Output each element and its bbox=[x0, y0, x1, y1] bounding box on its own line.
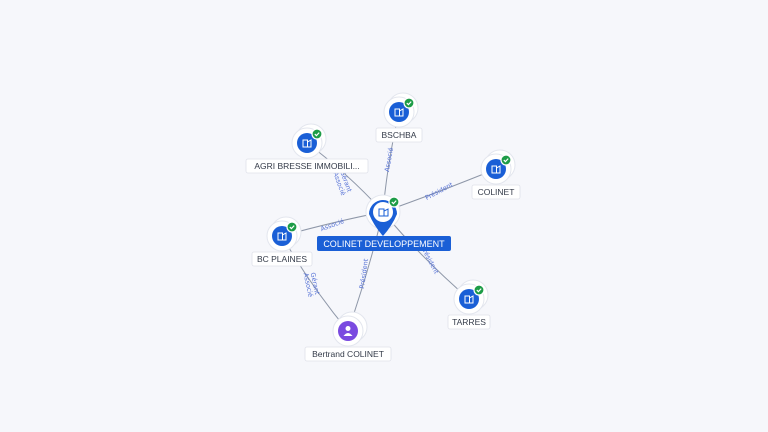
company-icon bbox=[302, 139, 312, 148]
node-label: TARRES bbox=[452, 317, 486, 327]
center-node[interactable]: COLINET DEVELOPPEMENT bbox=[317, 194, 451, 251]
edge-label: Président bbox=[424, 180, 455, 202]
edge-center-tarres: Président bbox=[382, 211, 470, 300]
node-agri[interactable]: AGRI BRESSE IMMOBILI... bbox=[245, 123, 369, 174]
edge-label: Président bbox=[358, 258, 370, 290]
center-pin-inner bbox=[373, 202, 393, 222]
edge-label: Associé bbox=[383, 147, 395, 173]
center-label-box bbox=[317, 236, 451, 251]
node-label-box bbox=[251, 251, 313, 267]
center-label: COLINET DEVELOPPEMENT bbox=[323, 239, 445, 249]
company-icon bbox=[378, 208, 389, 217]
nodes-layer: BSCHBA AGRI BRESSE IMMOBILI... COLINET BC P… bbox=[245, 92, 521, 362]
node-label-box bbox=[304, 346, 392, 362]
node-label-box bbox=[245, 158, 369, 174]
edge-label: GérantAssocié bbox=[302, 271, 322, 298]
verified-check-icon bbox=[311, 128, 323, 140]
node-label: BC PLAINES bbox=[257, 254, 307, 264]
company-icon bbox=[394, 108, 404, 117]
person-icon bbox=[343, 326, 353, 336]
node-bcplaines[interactable]: BC PLAINES bbox=[251, 216, 313, 267]
company-icon bbox=[277, 232, 287, 241]
company-icon bbox=[464, 295, 474, 304]
verified-check-icon bbox=[473, 284, 485, 296]
node-label-box bbox=[447, 314, 491, 330]
verified-check-icon bbox=[286, 221, 298, 233]
verified-check-icon bbox=[500, 154, 512, 166]
company-icon bbox=[491, 165, 501, 174]
node-label-box bbox=[375, 127, 423, 143]
node-label: Bertrand COLINET bbox=[312, 349, 384, 359]
node-label: COLINET bbox=[478, 187, 515, 197]
node-bertrand[interactable]: Bertrand COLINET bbox=[304, 311, 392, 362]
node-tarres[interactable]: TARRES bbox=[447, 279, 491, 330]
node-label-box bbox=[471, 184, 521, 200]
edge-label: Associé bbox=[319, 217, 345, 233]
verified-check-icon bbox=[388, 196, 400, 208]
node-bschba[interactable]: BSCHBA bbox=[375, 92, 423, 143]
verified-check-icon bbox=[403, 97, 415, 109]
node-colinet[interactable]: COLINET bbox=[471, 149, 521, 200]
node-label: AGRI BRESSE IMMOBILI... bbox=[254, 161, 359, 171]
node-label: BSCHBA bbox=[382, 130, 417, 140]
